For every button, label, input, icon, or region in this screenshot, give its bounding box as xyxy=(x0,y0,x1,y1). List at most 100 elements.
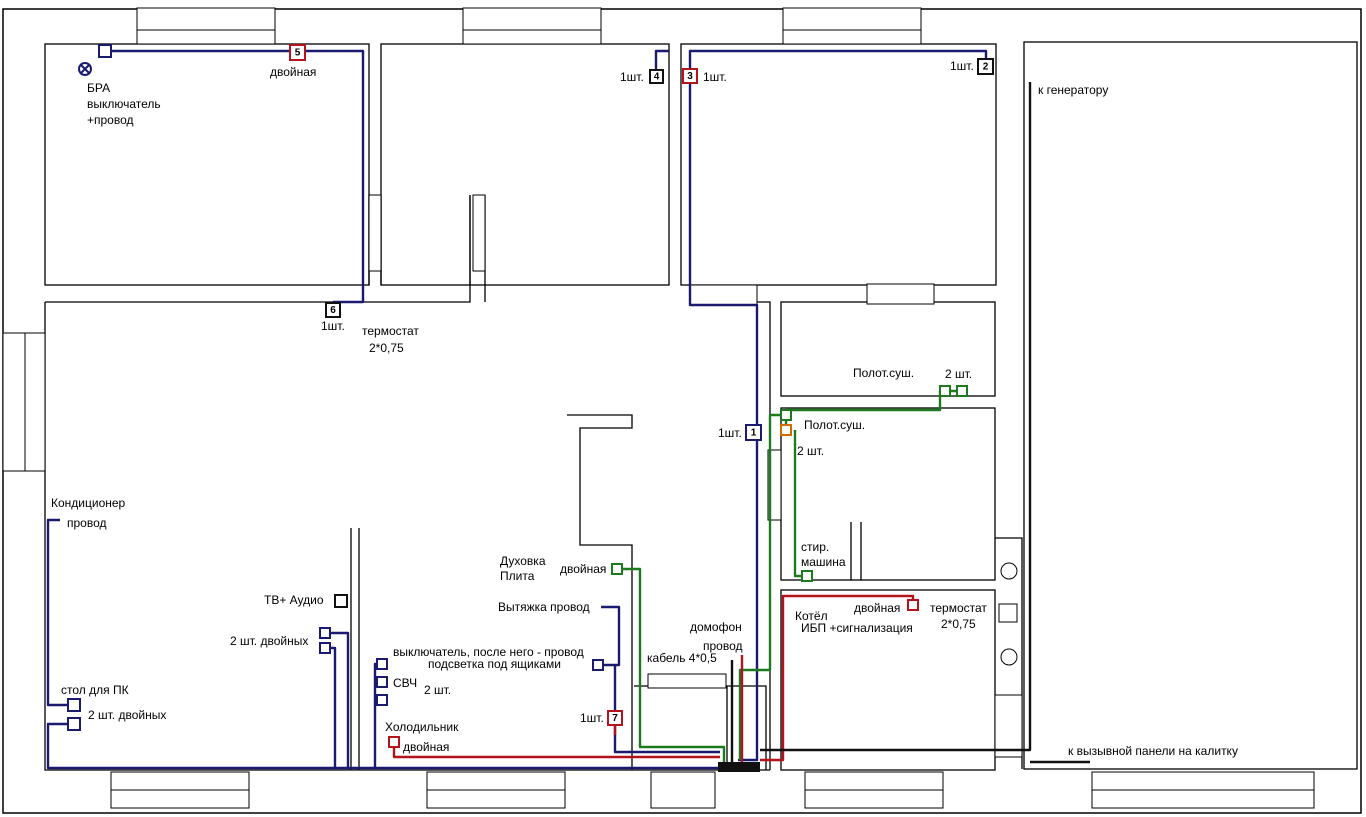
window-top-1 xyxy=(136,7,276,45)
microwave-socket-3 xyxy=(376,694,388,706)
towel-dryer-box-2b xyxy=(780,424,792,436)
tv-socket-2 xyxy=(319,642,331,654)
radiator-corridor xyxy=(689,284,758,306)
label-switch-note: выключатель, после него - провод xyxy=(393,645,584,659)
marker-5: 5 xyxy=(289,44,306,61)
label-towel-dryer-1: Полот.суш. xyxy=(853,366,914,380)
kitchen-cabinet xyxy=(647,673,727,689)
label-tv-audio: ТВ+ Аудио xyxy=(264,593,324,607)
label-thermostat-hall-spec: 2*0,75 xyxy=(369,341,404,355)
marker-1: 1 xyxy=(745,424,762,441)
label-ups: ИБП +сигнализация xyxy=(801,621,913,635)
label-oven: Духовка xyxy=(500,554,546,568)
svg-text:7: 7 xyxy=(612,713,618,724)
svg-text:4: 4 xyxy=(654,72,660,83)
appliance-column xyxy=(994,694,1023,758)
appliance-circle-2 xyxy=(1000,648,1018,666)
label-hood: Вытяжка провод xyxy=(498,600,590,614)
window-entry xyxy=(650,771,716,809)
towel-dryer-box-1b xyxy=(956,385,968,397)
oven-box xyxy=(611,563,623,575)
window-top-3 xyxy=(782,7,922,45)
label-stove: Плита xyxy=(500,569,535,583)
marker-4: 4 xyxy=(649,69,664,84)
backlight-box xyxy=(592,659,604,671)
label-to-generator: к генератору xyxy=(1038,83,1108,97)
room-boiler xyxy=(780,589,996,771)
label-bra-switch: выключатель xyxy=(87,97,161,111)
right-strip xyxy=(995,537,1023,769)
window-left xyxy=(2,332,46,472)
svg-text:1: 1 xyxy=(751,428,757,439)
label-washer-1: стир. xyxy=(801,540,829,554)
junction-box xyxy=(718,762,760,772)
label-qty-3: 1шт. xyxy=(703,70,727,84)
windows xyxy=(2,7,1315,809)
label-boiler-double: двойная xyxy=(854,601,900,615)
label-qty-1: 1шт. xyxy=(718,426,742,440)
door-left-corridor xyxy=(368,194,382,272)
label-qty-2: 1шт. xyxy=(950,59,974,73)
radiator-bath xyxy=(866,283,935,305)
towel-dryer-box-1a xyxy=(939,385,951,397)
svg-text:5: 5 xyxy=(295,48,301,59)
marker-6: 6 xyxy=(325,302,341,318)
label-oven-double: двойная xyxy=(560,562,606,576)
pc-socket-2 xyxy=(67,717,81,731)
label-microwave-qty: 2 шт. xyxy=(424,683,451,697)
towel-dryer-box-2a xyxy=(780,409,792,421)
label-to-gate: к вызывной панели на калитку xyxy=(1068,744,1238,758)
label-washer-2: машина xyxy=(801,555,846,569)
svg-text:6: 6 xyxy=(330,305,336,316)
wires-blue xyxy=(46,49,988,770)
boiler-box xyxy=(907,599,919,611)
room-garage xyxy=(1023,41,1358,770)
label-cable: кабель 4*0,5 xyxy=(647,651,717,665)
appliance-square xyxy=(998,603,1018,623)
label-towel-dryer-2-qty: 2 шт. xyxy=(797,444,824,458)
label-bra-wire: +провод xyxy=(87,113,134,127)
kitchen-partition xyxy=(567,414,633,770)
label-intercom: домофон xyxy=(690,620,742,634)
walls xyxy=(2,8,1362,814)
marker-3: 3 xyxy=(682,68,698,84)
label-bra: БРА xyxy=(87,81,110,95)
pc-socket-1 xyxy=(67,698,81,712)
microwave-socket-2 xyxy=(376,676,388,688)
label-pc-desk: стол для ПК xyxy=(61,683,129,697)
label-boiler: Котёл xyxy=(795,609,828,623)
window-top-2 xyxy=(462,7,602,45)
door-right-corridor xyxy=(472,194,486,272)
tv-box xyxy=(334,594,348,608)
washer-box xyxy=(801,570,813,582)
microwave-socket-1 xyxy=(376,658,388,670)
label-fridge-double: двойная xyxy=(403,740,449,754)
room-bedroom-1 xyxy=(44,43,370,286)
label-backlight: подсветка под ящиками xyxy=(428,657,561,671)
label-double-top: двойная xyxy=(270,65,316,79)
label-thermostat-boiler-spec: 2*0,75 xyxy=(941,617,976,631)
devices: 5 4 3 2 6 1 7 xyxy=(67,44,994,748)
living-partition xyxy=(350,528,360,770)
label-thermostat-hall: термостат xyxy=(362,324,419,338)
label-thermostat-boiler: термостат xyxy=(930,601,987,615)
door-bath xyxy=(767,449,782,521)
marker-2: 2 xyxy=(977,58,994,75)
label-qty-4: 1шт. xyxy=(620,70,644,84)
labels: БРА выключатель +провод двойная 1шт. 1шт… xyxy=(51,59,1238,758)
appliance-circle-1 xyxy=(1000,562,1018,580)
label-conditioner: Кондиционер xyxy=(51,496,126,510)
room-bedroom-3 xyxy=(680,43,997,286)
label-conditioner-wire: провод xyxy=(67,516,107,530)
label-qty-6: 1шт. xyxy=(321,319,345,333)
svg-text:3: 3 xyxy=(687,71,693,82)
label-fridge: Холодильник xyxy=(385,720,459,734)
label-towel-dryer-1-qty: 2 шт. xyxy=(945,367,972,381)
bath-partition xyxy=(850,522,862,580)
bra-lamp-icon xyxy=(78,62,92,76)
bra-switch-box xyxy=(98,44,112,58)
wires-black xyxy=(718,82,1090,772)
marker-7: 7 xyxy=(607,710,623,726)
label-towel-dryer-2: Полот.суш. xyxy=(804,418,865,432)
